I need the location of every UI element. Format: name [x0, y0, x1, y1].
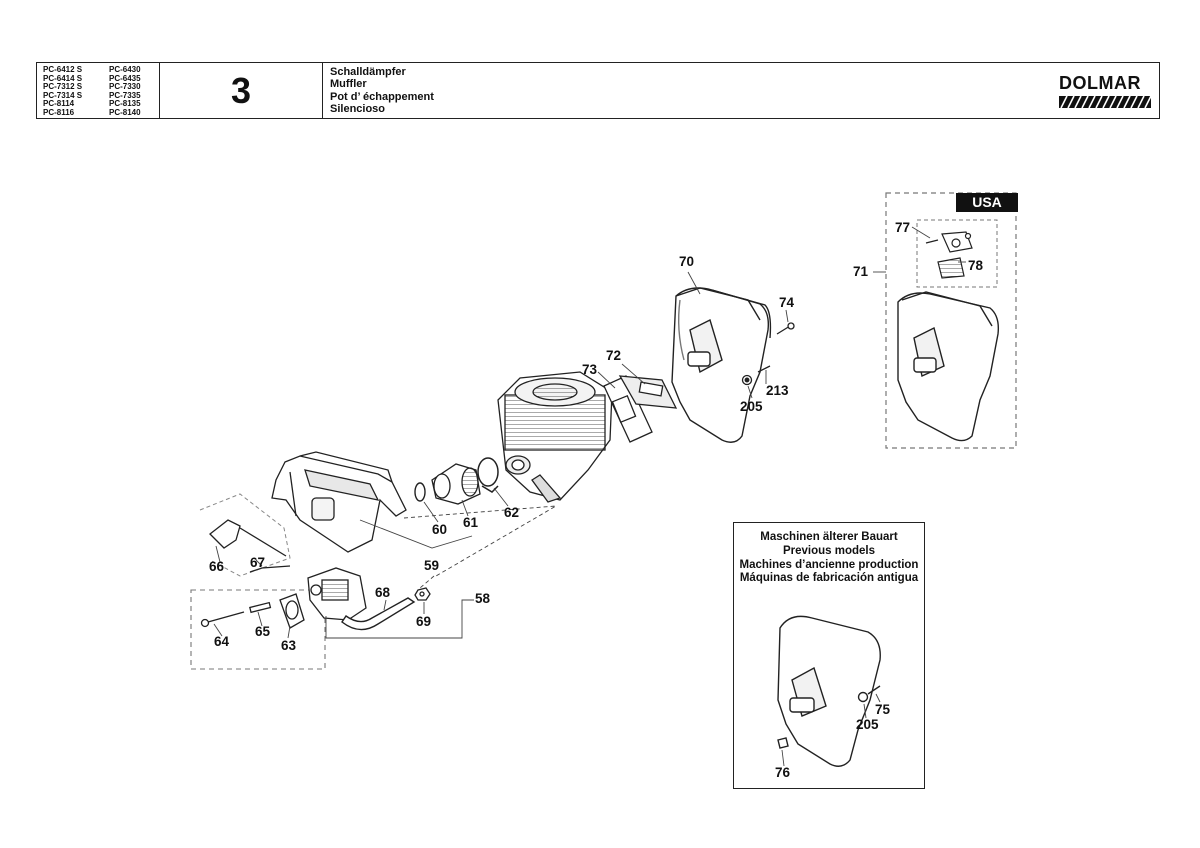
section-titles: Schalldämpfer Muffler Pot d’ échappement… — [330, 66, 434, 115]
older-models-caption: Maschinen älterer Bauart Previous models… — [734, 531, 924, 586]
brand-name: DOLMAR — [1059, 73, 1141, 93]
model-name: PC-7335 — [109, 90, 141, 100]
spark-arrestor-drawing — [925, 231, 973, 279]
part-label-213: 213 — [766, 383, 789, 398]
part-label-58: 58 — [475, 591, 491, 606]
intake-bolt-group-frame — [190, 589, 326, 670]
title-en: Muffler — [330, 78, 367, 91]
model-name: PC-7312 S — [43, 82, 83, 91]
part-label-69: 69 — [416, 614, 432, 629]
carburetor-drawing — [307, 567, 367, 621]
caption-de: Maschinen älterer Bauart — [760, 531, 898, 543]
muffler-gasket-drawing — [603, 375, 678, 443]
dolmar-logo: DOLMAR — [1059, 73, 1151, 111]
title-de: Schalldämpfer — [330, 66, 406, 78]
model-name: PC-7314 S — [43, 90, 83, 100]
handle-group-frame — [199, 493, 291, 577]
part-label-63: 63 — [281, 638, 297, 653]
part-label-64: 64 — [214, 634, 230, 649]
throttle-lever-66-drawing — [209, 519, 287, 557]
part-label-73: 73 — [582, 362, 598, 377]
model-name: PC-7330 — [109, 82, 141, 91]
part-label-205-old: 205 — [856, 717, 879, 732]
older-models-box: Maschinen älterer Bauart Previous models… — [733, 522, 925, 789]
saw-chain-stripe-icon — [1059, 96, 1151, 108]
o-ring-60-drawing — [414, 482, 426, 502]
part-label-68: 68 — [375, 585, 391, 600]
model-name: PC-6414 S — [43, 73, 83, 83]
usa-muffler-drawing — [897, 291, 1000, 442]
part-label-76: 76 — [775, 765, 791, 780]
model-list-cell: PC-6412 S PC-6430 PC-6414 S PC-6435 PC-7… — [37, 63, 160, 118]
usa-variant-frame — [885, 192, 1017, 449]
nut-69-drawing — [414, 587, 431, 601]
part-label-72: 72 — [606, 348, 622, 363]
throttle-rod-67-drawing — [249, 565, 291, 573]
title-cell: Schalldämpfer Muffler Pot d’ échappement… — [323, 63, 873, 118]
part-label-70: 70 — [679, 254, 695, 269]
part-label-77: 77 — [895, 220, 911, 235]
caption-en: Previous models — [782, 544, 876, 557]
fuel-hose-68-drawing — [341, 597, 416, 631]
sheet-number-cell: 3 — [160, 63, 323, 118]
part-label-62: 62 — [504, 505, 520, 520]
cylinder-drawing — [497, 371, 613, 503]
gasket-63-drawing — [279, 593, 305, 629]
caption-es: Máquinas de fabricación antigua — [739, 572, 919, 585]
bolt-64-drawing — [200, 601, 272, 628]
title-es: Silencioso — [330, 102, 386, 115]
part-label-66: 66 — [209, 559, 225, 574]
spark-arrestor-subframe — [916, 219, 998, 288]
hose-clamp-62-drawing — [477, 457, 499, 493]
model-list: PC-6412 S PC-6430 PC-6414 S PC-6435 PC-7… — [43, 65, 163, 117]
part-label-205: 205 — [740, 399, 763, 414]
model-name: PC-8135 — [109, 99, 141, 108]
part-label-61: 61 — [463, 515, 479, 530]
part-label-60: 60 — [432, 522, 448, 537]
model-name: PC-6435 — [109, 73, 141, 83]
usa-variant-tag: USA — [956, 193, 1018, 212]
model-name: PC-8116 — [43, 107, 75, 117]
logo-cell: DOLMAR — [1029, 63, 1159, 118]
model-name: PC-8140 — [109, 107, 141, 117]
part-label-71: 71 — [853, 264, 869, 279]
part-label-67: 67 — [250, 555, 266, 570]
part-label-65: 65 — [255, 624, 271, 639]
screw-74-drawing — [776, 322, 795, 335]
part-label-75: 75 — [875, 702, 891, 717]
intake-manifold-61-drawing — [431, 463, 481, 505]
leader-lines — [213, 226, 966, 767]
part-label-78: 78 — [968, 258, 984, 273]
stud-213-drawing — [741, 365, 771, 386]
title-block: PC-6412 S PC-6430 PC-6414 S PC-6435 PC-7… — [36, 62, 1160, 119]
muffler-drawing — [671, 287, 772, 443]
title-fr: Pot d’ échappement — [330, 90, 434, 103]
airbox-frame-drawing — [271, 451, 407, 553]
caption-fr: Machines d’ancienne production — [739, 558, 919, 571]
model-name: PC-8114 — [43, 99, 75, 108]
model-name: PC-6430 — [109, 65, 141, 74]
model-name: PC-6412 S — [43, 65, 83, 74]
part-label-74: 74 — [779, 295, 795, 310]
old-model-muffler-drawing — [777, 615, 881, 767]
part-label-59: 59 — [424, 558, 440, 573]
sheet-number: 3 — [230, 70, 252, 111]
